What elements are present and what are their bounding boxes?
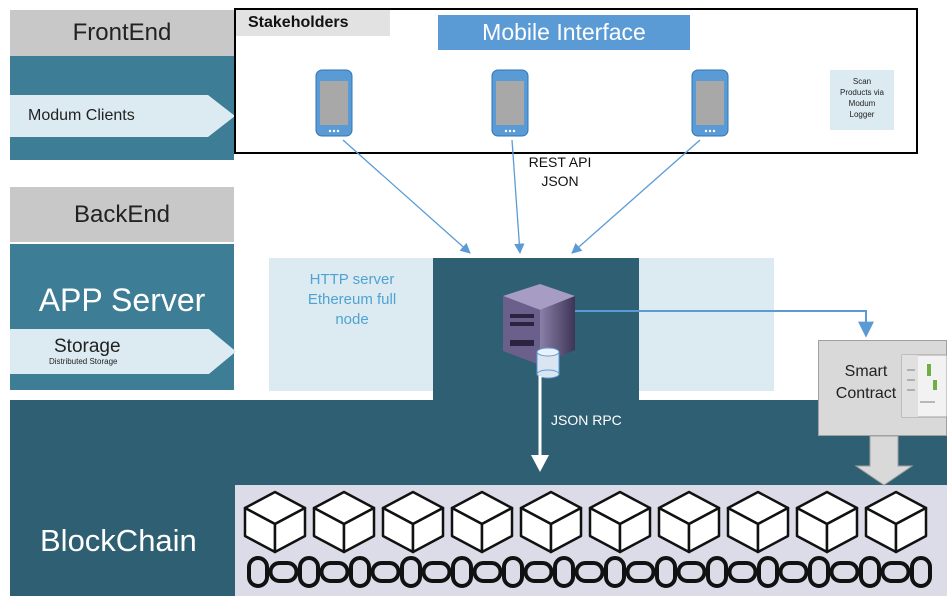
chain-link: [319, 561, 350, 583]
block-cube: [864, 490, 928, 554]
block-cube: [588, 490, 652, 554]
contract-document-icon: [901, 354, 947, 418]
block-cube: [450, 490, 514, 554]
modum-clients-tag: Modum Clients: [10, 95, 235, 137]
block-cube: [381, 490, 445, 554]
chain-link: [574, 561, 605, 583]
contract-arrow: [575, 310, 874, 338]
chain-link: [727, 561, 758, 583]
chain-link: [859, 556, 881, 588]
database-icon: [536, 347, 560, 379]
chain-link: [370, 561, 401, 583]
blockchain-label: BlockChain: [40, 523, 197, 558]
chain-link: [451, 556, 473, 588]
http-line: HTTP server: [309, 271, 395, 288]
stakeholders-label: Stakeholders: [236, 10, 390, 36]
contract-to-chain-arrow: [854, 435, 914, 486]
chain-link: [502, 556, 524, 588]
chain-link: [808, 556, 830, 588]
smart-line: Smart: [844, 363, 888, 380]
mobile-interface-title: Mobile Interface: [438, 15, 690, 50]
chain-link: [757, 556, 779, 588]
scan-line: Scan: [852, 77, 872, 86]
chain-link: [778, 561, 809, 583]
phone-icon: [315, 69, 353, 137]
http-server-label: HTTP server Ethereum full node: [282, 270, 422, 330]
storage-tag: Storage Distributed Storage: [10, 329, 236, 374]
block-cube: [312, 490, 376, 554]
phone-icon: [691, 69, 729, 137]
http-line: node: [335, 311, 369, 328]
smart-contract-label: Smart Contract: [826, 361, 906, 405]
chain-link: [553, 556, 575, 588]
phone-arrow: [342, 139, 471, 254]
blockchain-chain: [243, 490, 932, 588]
storage-label: Storage: [54, 335, 121, 357]
chain-link: [676, 561, 707, 583]
app-server-label: APP Server: [38, 282, 206, 318]
chain-link: [880, 561, 911, 583]
chain-link: [349, 556, 371, 588]
scan-products-note: Scan Products via Modum Logger: [830, 70, 894, 130]
chain-link: [655, 556, 677, 588]
chain-link: [829, 561, 860, 583]
server-side-panel: [639, 258, 774, 391]
rest-api-label: REST API JSON: [520, 153, 600, 191]
block-cube: [795, 490, 859, 554]
frontend-title: FrontEnd: [10, 10, 234, 56]
scan-line: Logger: [849, 110, 875, 119]
backend-title: BackEnd: [10, 187, 234, 242]
scan-line: Products via: [839, 88, 885, 97]
chain-link: [472, 561, 503, 583]
json-rpc-arrowhead: [531, 455, 549, 472]
chain-link: [247, 556, 269, 588]
block-cube: [657, 490, 721, 554]
phone-arrow: [511, 139, 525, 255]
rest-api-line: REST API: [528, 154, 592, 170]
chain-link: [706, 556, 728, 588]
http-line: Ethereum full: [307, 291, 397, 308]
storage-sublabel: Distributed Storage: [49, 356, 118, 366]
server-icon: [503, 284, 575, 365]
chain-link: [523, 561, 554, 583]
http-server-panel: [269, 258, 433, 391]
chain-link: [268, 561, 299, 583]
phone-icon: [491, 69, 529, 137]
chain-link: [400, 556, 422, 588]
scan-line: Modum: [848, 99, 876, 108]
json-line: JSON: [541, 173, 579, 189]
chain-link: [298, 556, 320, 588]
chain-link: [910, 556, 932, 588]
chain-link: [421, 561, 452, 583]
json-rpc-label: JSON RPC: [551, 412, 622, 428]
block-cube: [519, 490, 583, 554]
phone-arrow: [571, 139, 701, 254]
block-cube: [726, 490, 790, 554]
block-cube: [243, 490, 307, 554]
contract-line: Contract: [835, 385, 897, 402]
chain-link: [625, 561, 656, 583]
chain-link: [604, 556, 626, 588]
